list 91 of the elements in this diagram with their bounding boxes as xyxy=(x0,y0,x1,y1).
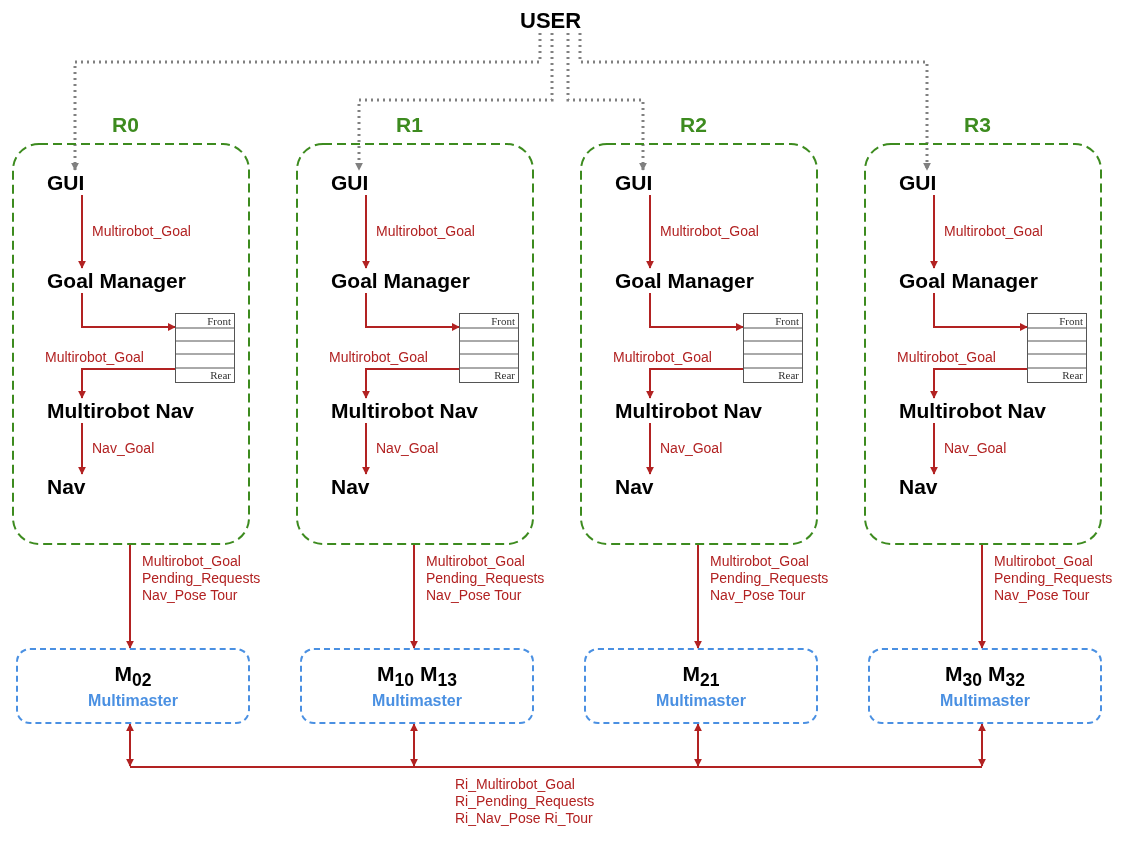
arrow xyxy=(81,292,176,331)
arrow xyxy=(694,544,702,649)
queue-end-label: Front xyxy=(1059,315,1083,327)
queue-box xyxy=(175,313,235,383)
edge-label: Nav_Goal xyxy=(376,440,439,457)
module-name: GUI xyxy=(331,170,369,195)
module-name: Nav xyxy=(47,474,86,499)
edge-label: Nav_Goal xyxy=(92,440,155,457)
queue-end-label: Rear xyxy=(778,369,799,381)
multimaster-box xyxy=(16,648,250,724)
module-name: Multirobot Nav xyxy=(899,398,1046,423)
module-name: Goal Manager xyxy=(899,268,1038,293)
box-title: Multimaster xyxy=(372,691,462,710)
module-name: Multirobot Nav xyxy=(47,398,194,423)
signal-list: Ri_Multirobot_Goal Ri_Pending_Requests Ri_Nav_Pose Ri_Tour xyxy=(455,776,595,827)
multimaster-box xyxy=(584,648,818,724)
edge-label: Multirobot_Goal Pending_Requests Nav_Pose Tour xyxy=(426,553,545,604)
arrow xyxy=(78,368,176,399)
edge-label: Multirobot_Goal Pending_Requests Nav_Pose Tour xyxy=(710,553,829,604)
arrow xyxy=(930,422,938,475)
queue-end-label: Rear xyxy=(1062,369,1083,381)
arrow xyxy=(362,194,370,269)
edge-label: Multirobot_Goal xyxy=(376,223,475,240)
arrow xyxy=(126,723,134,767)
edge-label: Nav_Goal xyxy=(944,440,1007,457)
arrow xyxy=(649,292,744,331)
module-name: Nav xyxy=(615,474,654,499)
node-id: M$_{10}$ M$_{13}$ xyxy=(377,662,457,692)
edge-label: Multirobot_Goal xyxy=(660,223,759,240)
node-id: M$_{02}$ xyxy=(114,662,152,692)
arrow xyxy=(646,368,744,399)
module-name: Nav xyxy=(899,474,938,499)
queue-end-label: Front xyxy=(775,315,799,327)
box-title: Multimaster xyxy=(88,691,178,710)
module-name: Multirobot Nav xyxy=(615,398,762,423)
box-title: Multimaster xyxy=(940,691,1030,710)
dotted-arrow xyxy=(355,33,554,171)
arrow xyxy=(646,194,654,269)
edge-label: Multirobot_Goal xyxy=(897,349,996,366)
dotted-arrow xyxy=(71,33,542,171)
arrow xyxy=(126,544,134,649)
multimaster-box xyxy=(300,648,534,724)
queue-end-label: Front xyxy=(207,315,231,327)
arrow xyxy=(362,368,460,399)
robot-label: R0 xyxy=(112,112,139,137)
arrow xyxy=(365,292,460,331)
queue-box xyxy=(459,313,519,383)
multimaster-box xyxy=(868,648,1102,724)
arrow xyxy=(978,723,986,767)
arrow xyxy=(933,292,1028,331)
arrow xyxy=(930,368,1028,399)
arrow xyxy=(78,194,86,269)
edge-label: Multirobot_Goal Pending_Requests Nav_Pose Tour xyxy=(994,553,1113,604)
module-name: GUI xyxy=(615,170,653,195)
edge-label: Multirobot_Goal xyxy=(45,349,144,366)
user-label: USER xyxy=(520,8,582,33)
node-id: M$_{21}$ xyxy=(682,662,720,692)
edge-label: Multirobot_Goal xyxy=(92,223,191,240)
arrow xyxy=(930,194,938,269)
edge-label: Multirobot_Goal xyxy=(944,223,1043,240)
module-name: Nav xyxy=(331,474,370,499)
module-name: GUI xyxy=(899,170,937,195)
node-id: M$_{30}$ M$_{32}$ xyxy=(945,662,1025,692)
arrow xyxy=(78,422,86,475)
queue-box xyxy=(743,313,803,383)
arrow xyxy=(646,422,654,475)
module-name: Multirobot Nav xyxy=(331,398,478,423)
edge-label: Multirobot_Goal xyxy=(613,349,712,366)
arrow xyxy=(410,544,418,649)
module-name: Goal Manager xyxy=(47,268,186,293)
module-name: Goal Manager xyxy=(331,268,470,293)
edge-label: Multirobot_Goal Pending_Requests Nav_Pose Tour xyxy=(142,553,261,604)
queue-end-label: Rear xyxy=(494,369,515,381)
robot-label: R3 xyxy=(964,112,991,137)
edge-label: Nav_Goal xyxy=(660,440,723,457)
module-name: Goal Manager xyxy=(615,268,754,293)
dotted-arrow xyxy=(578,33,931,171)
robot-label: R2 xyxy=(680,112,707,137)
robot-label: R1 xyxy=(396,112,423,137)
queue-end-label: Rear xyxy=(210,369,231,381)
arrow xyxy=(978,544,986,649)
arrow xyxy=(694,723,702,767)
edge-label: Multirobot_Goal xyxy=(329,349,428,366)
dotted-arrow xyxy=(566,33,647,171)
bus-line xyxy=(130,766,982,768)
arrow xyxy=(410,723,418,767)
module-name: GUI xyxy=(47,170,85,195)
queue-end-label: Front xyxy=(491,315,515,327)
queue-box xyxy=(1027,313,1087,383)
arrow xyxy=(362,422,370,475)
box-title: Multimaster xyxy=(656,691,746,710)
